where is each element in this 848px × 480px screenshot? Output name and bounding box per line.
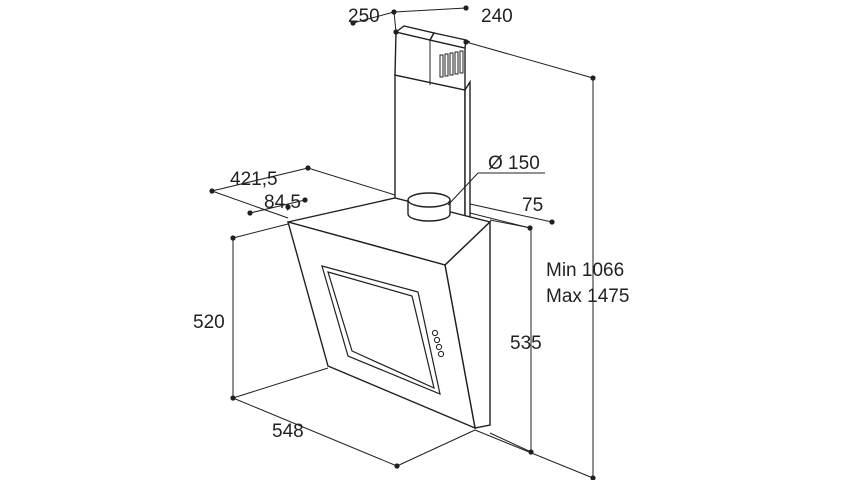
- ext-line-top: [465, 41, 594, 79]
- label-chimney-width: 240: [481, 6, 513, 27]
- ext-line: [474, 429, 594, 479]
- label-chimney-depth: 250: [348, 6, 380, 27]
- control-button-icon: [431, 329, 439, 337]
- chimney-vent-slots: [439, 50, 464, 78]
- dim-line-548: [232, 397, 398, 467]
- dim-line-240: [393, 7, 467, 13]
- ext-line: [232, 223, 289, 239]
- ext-line: [232, 367, 329, 399]
- ext-line: [393, 11, 397, 33]
- label-hood-height-front: 520: [193, 312, 225, 333]
- ext-line: [489, 432, 532, 453]
- chimney-side-face: [464, 79, 471, 227]
- label-height-max: Max 1475: [546, 286, 629, 307]
- control-button-icon: [433, 336, 441, 344]
- control-button-icon: [435, 343, 443, 351]
- duct-collar-top: [407, 192, 451, 208]
- ext-line: [489, 219, 532, 229]
- dim-line-421-5: [211, 167, 309, 192]
- ext-line: [307, 167, 396, 196]
- dim-line-250: [352, 11, 395, 24]
- ext-line: [211, 190, 289, 219]
- control-buttons: [431, 329, 445, 358]
- hood-glass-window: [321, 265, 441, 395]
- ext-line: [396, 429, 476, 467]
- ext-line: [469, 203, 553, 223]
- label-hood-depth-total: 421,5: [230, 169, 278, 190]
- label-hood-height-back: 535: [510, 333, 542, 354]
- leader-line-diameter: [447, 172, 479, 206]
- hood-glass-window-inner: [327, 271, 435, 390]
- label-height-min: Min 1066: [546, 260, 624, 281]
- label-hood-offset: 84,5: [264, 192, 301, 213]
- dimension-dots: [209, 5, 596, 480]
- hood-body: [286, 192, 492, 430]
- control-button-icon: [437, 350, 445, 358]
- dimension-labels: 250 240 Ø 150 421,5 84,5 75 Min 1066 Max…: [193, 6, 629, 442]
- dimension-lines: [211, 7, 594, 479]
- duct-collar: [407, 192, 451, 222]
- dim-line-84-5: [249, 199, 306, 214]
- label-rear-offset: 75: [522, 195, 543, 216]
- label-hood-width: 548: [272, 421, 304, 442]
- label-duct-diameter: Ø 150: [488, 153, 540, 174]
